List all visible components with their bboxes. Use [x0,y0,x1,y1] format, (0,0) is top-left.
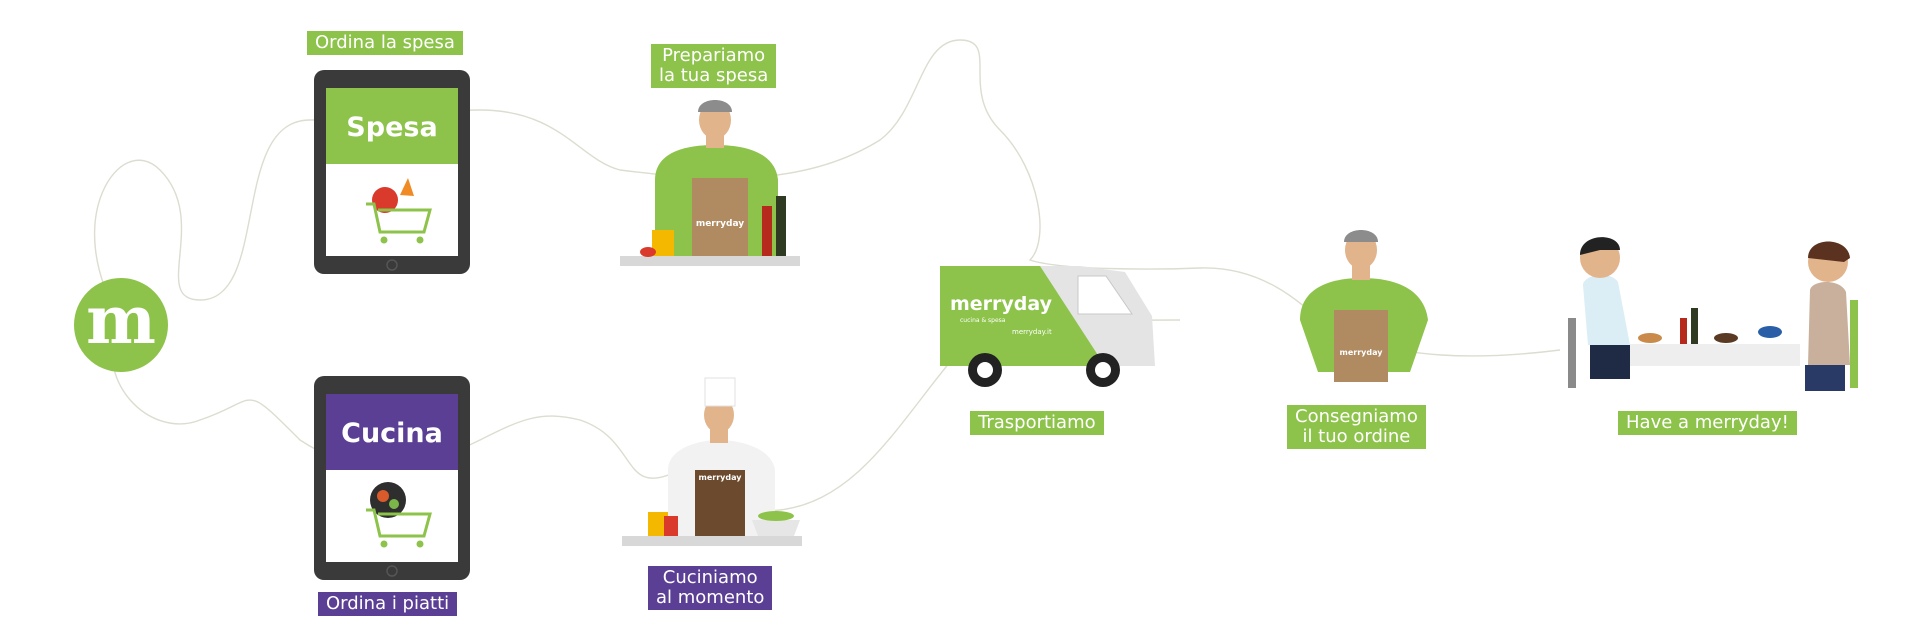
tablet-spesa[interactable]: Spesa [314,70,470,274]
grocer-bag-wordmark: merryday [696,219,744,229]
courier-figure-icon: merryday [1300,230,1428,382]
label-ordina-spesa: Ordina la spesa [307,31,463,55]
courier-bag-wordmark: merryday [1340,348,1384,357]
chef-apron-wordmark: merryday [699,473,743,482]
chef-figure-icon: merryday [622,377,802,546]
cart-dish-icon [366,482,432,548]
tablet-cucina[interactable]: Cucina [314,376,470,580]
tablet-spesa-title: Spesa [346,112,437,143]
label-ordina-piatti: Ordina i piatti [318,592,458,616]
logo-letter: m [86,281,156,359]
label-have-a-merryday: Have a merryday! [1618,411,1797,435]
van-tagline: cucina & spesa [960,317,1006,324]
cart-vegetables-icon [366,178,432,244]
diners-table-icon [1568,237,1858,391]
flow-path-line [93,39,1561,512]
tablet-cucina-title: Cucina [341,418,443,449]
label-trasportiamo: Trasportiamo [970,411,1104,435]
van-url: merryday.it [1012,328,1052,336]
delivery-van-icon: merryday cucina & spesa merryday.it [940,266,1155,387]
van-wordmark: merryday [950,293,1053,315]
merryday-logo-icon[interactable]: m [74,278,168,372]
grocer-figure-icon: merryday [620,100,800,266]
